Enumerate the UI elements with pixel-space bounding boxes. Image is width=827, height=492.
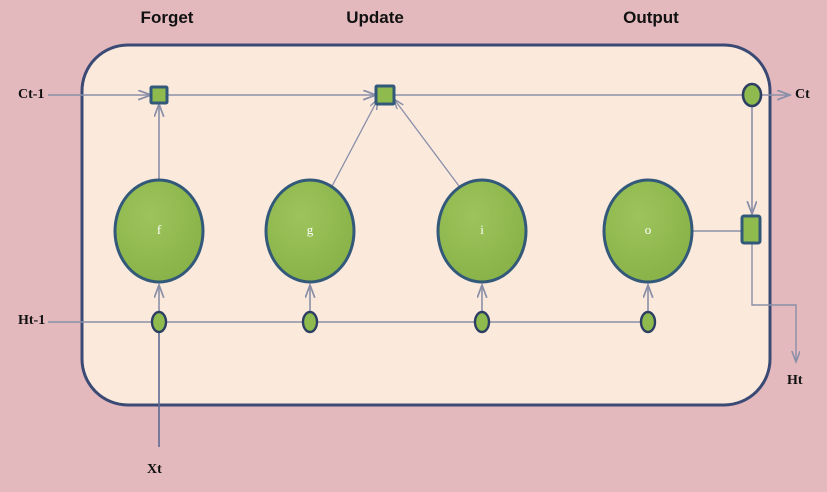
output-gate-letter: o <box>645 222 652 237</box>
input-gate[interactable] <box>436 178 528 284</box>
ht-junction-i[interactable] <box>473 310 491 334</box>
label-ht-minus-1: Ht-1 <box>18 313 46 328</box>
label-xt-in: Xt <box>147 462 162 477</box>
lstm-cell-body <box>80 43 772 407</box>
forget-gate[interactable] <box>113 178 205 284</box>
forget-gate-letter: f <box>157 222 162 237</box>
label-ct-out: Ct <box>795 87 810 102</box>
label-ht-out: Ht <box>787 373 803 388</box>
input-gate-letter: i <box>480 222 484 237</box>
section-title-output: Output <box>623 8 679 27</box>
label-ct-minus-1: Ct-1 <box>18 87 45 102</box>
operator-nodes-group <box>149 84 762 245</box>
update-add-node[interactable] <box>374 84 396 106</box>
forget-multiply-node[interactable] <box>149 85 169 105</box>
section-title-update: Update <box>346 8 404 27</box>
ht-junction-f[interactable] <box>150 310 168 334</box>
ht-junction-o[interactable] <box>639 310 657 334</box>
section-title-forget: Forget <box>140 8 194 27</box>
input-to-update-node <box>394 99 463 191</box>
candidate-gate-letter: g <box>307 222 314 237</box>
ct-output-junction[interactable] <box>741 82 763 108</box>
ht-junction-g[interactable] <box>301 310 319 334</box>
gate-nodes-group: f g i o <box>113 178 694 284</box>
candidate-to-update-node <box>329 99 378 191</box>
candidate-gate[interactable] <box>264 178 356 284</box>
output-gate[interactable] <box>602 178 694 284</box>
junction-nodes-group <box>150 82 763 334</box>
hidden-state-output-path <box>751 243 796 362</box>
output-multiply-node[interactable] <box>740 214 762 245</box>
